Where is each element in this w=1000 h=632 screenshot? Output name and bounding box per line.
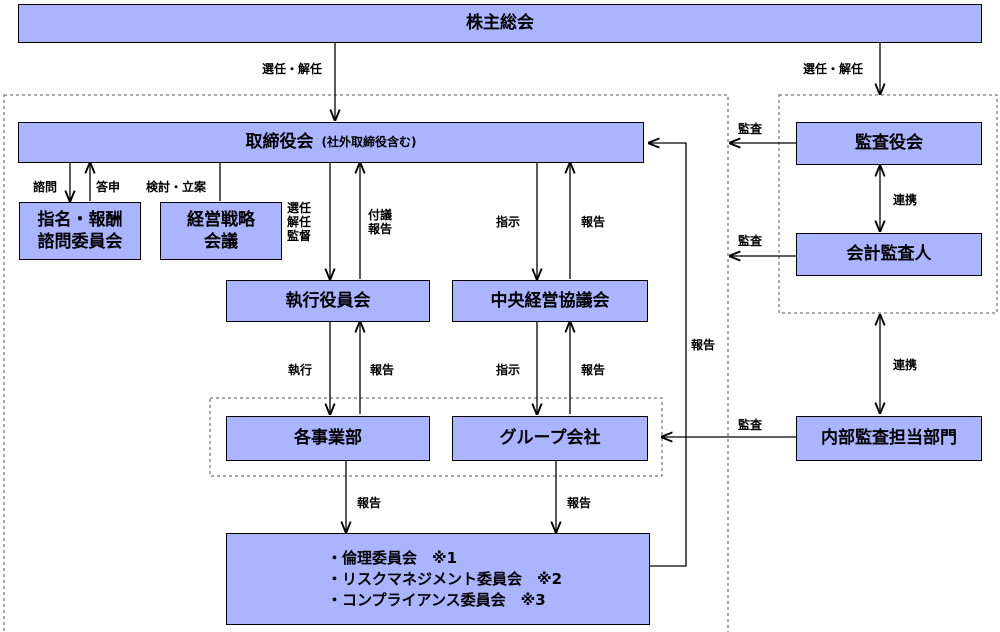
label-report-group-committee: 報告 xyxy=(567,496,592,510)
label-report-group: 報告 xyxy=(581,363,606,377)
internal-audit-label: 内部監査担当部門 xyxy=(821,428,957,449)
label-report-exec: 報告 xyxy=(370,363,395,377)
committee-ethics: ・倫理委員会 ※1 xyxy=(327,548,458,567)
business-group-region xyxy=(209,397,663,477)
label-report-central: 報告 xyxy=(581,215,606,229)
label-cooperate-auditors: 連携 xyxy=(893,193,918,207)
label-elect-dismiss-right: 選任・解任 xyxy=(803,62,864,76)
group-companies-box: グループ会社 xyxy=(452,416,648,461)
label-elect-supervise: 選任解任監督 xyxy=(287,201,312,243)
company-region xyxy=(3,94,729,632)
group-companies-label: グループ会社 xyxy=(499,428,601,449)
label-audit-accounting: 監査 xyxy=(738,234,763,248)
board-of-directors-box: 取締役会 (社外取締役含む) xyxy=(18,122,644,163)
internal-audit-box: 内部監査担当部門 xyxy=(796,416,982,461)
business-units-label: 各事業部 xyxy=(294,428,362,449)
label-execute: 執行 xyxy=(288,363,313,377)
label-report-committee-board: 報告 xyxy=(691,338,716,352)
label-audit-internal: 監査 xyxy=(738,418,763,432)
strategy-meeting-box: 経営戦略 会議 xyxy=(160,202,282,260)
central-council-box: 中央経営協議会 xyxy=(452,280,648,322)
label-review-plan: 検討・立案 xyxy=(146,180,207,194)
strategy-line2: 会議 xyxy=(204,232,238,252)
executive-officers-box: 執行役員会 xyxy=(226,280,430,322)
committee-risk: ・リスクマネジメント委員会 ※2 xyxy=(327,569,563,588)
label-instruct-central: 指示 xyxy=(496,215,521,229)
board-note: (社外取締役含む) xyxy=(321,134,417,149)
shareholders-meeting-box: 株主総会 xyxy=(18,4,982,43)
label-elect-dismiss-left: 選任・解任 xyxy=(262,62,323,76)
label-consult: 諮問 xyxy=(33,180,58,194)
committee-compliance: ・コンプライアンス委員会 ※3 xyxy=(327,590,546,609)
auditors-board-box: 監査役会 xyxy=(796,122,982,165)
audit-region xyxy=(778,94,998,314)
committees-box: ・倫理委員会 ※1 ・リスクマネジメント委員会 ※2 ・コンプライアンス委員会 … xyxy=(226,533,650,625)
shareholders-label: 株主総会 xyxy=(466,13,534,34)
label-report-bu-committee: 報告 xyxy=(357,496,382,510)
accounting-auditor-label: 会計監査人 xyxy=(846,244,932,265)
label-cooperate-internal: 連携 xyxy=(893,358,918,372)
exec-officers-label: 執行役員会 xyxy=(285,290,371,311)
nomination-line2: 諮問委員会 xyxy=(37,232,123,252)
nomination-line1: 指名・報酬 xyxy=(37,209,123,230)
label-instruct-group: 指示 xyxy=(496,363,521,377)
accounting-auditor-box: 会計監査人 xyxy=(796,233,982,276)
central-council-label: 中央経営協議会 xyxy=(490,290,610,311)
business-units-box: 各事業部 xyxy=(226,416,430,461)
arrow-committees-board xyxy=(649,143,687,567)
label-audit-board: 監査 xyxy=(738,122,763,136)
strategy-line1: 経営戦略 xyxy=(187,209,255,230)
label-answer: 答申 xyxy=(96,180,121,194)
label-refer-report: 付議報告 xyxy=(368,208,393,236)
board-label: 取締役会 xyxy=(245,132,314,153)
auditors-label: 監査役会 xyxy=(855,133,923,154)
nomination-committee-box: 指名・報酬 諮問委員会 xyxy=(19,202,141,260)
